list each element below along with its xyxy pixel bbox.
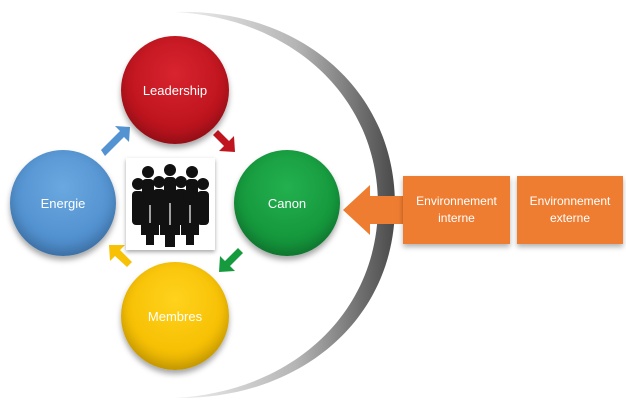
arrow-canon-to-membres [219, 248, 243, 272]
node-canon: Canon [234, 150, 340, 256]
arrow-energie-to-leadership [101, 126, 130, 156]
node-energie: Energie [10, 150, 116, 256]
arrow-environnement-to-canon [343, 185, 403, 235]
environnement-interne-box: Environnement interne [403, 176, 510, 244]
node-membres: Membres [121, 262, 229, 370]
node-leadership: Leadership [121, 36, 229, 144]
group-of-people-icon [126, 158, 215, 250]
environnement-externe-label: Environnement externe [529, 194, 611, 225]
node-leadership-label: Leadership [142, 82, 208, 98]
arrow-leadership-to-canon [213, 130, 235, 152]
environnement-externe-box: Environnement externe [517, 176, 623, 244]
environnement-interne-label: Environnement interne [416, 194, 497, 225]
node-canon-label: Canon [267, 195, 307, 211]
node-energie-label: Energie [40, 195, 86, 211]
node-membres-label: Membres [147, 308, 203, 324]
arrow-membres-to-energie [109, 245, 132, 267]
